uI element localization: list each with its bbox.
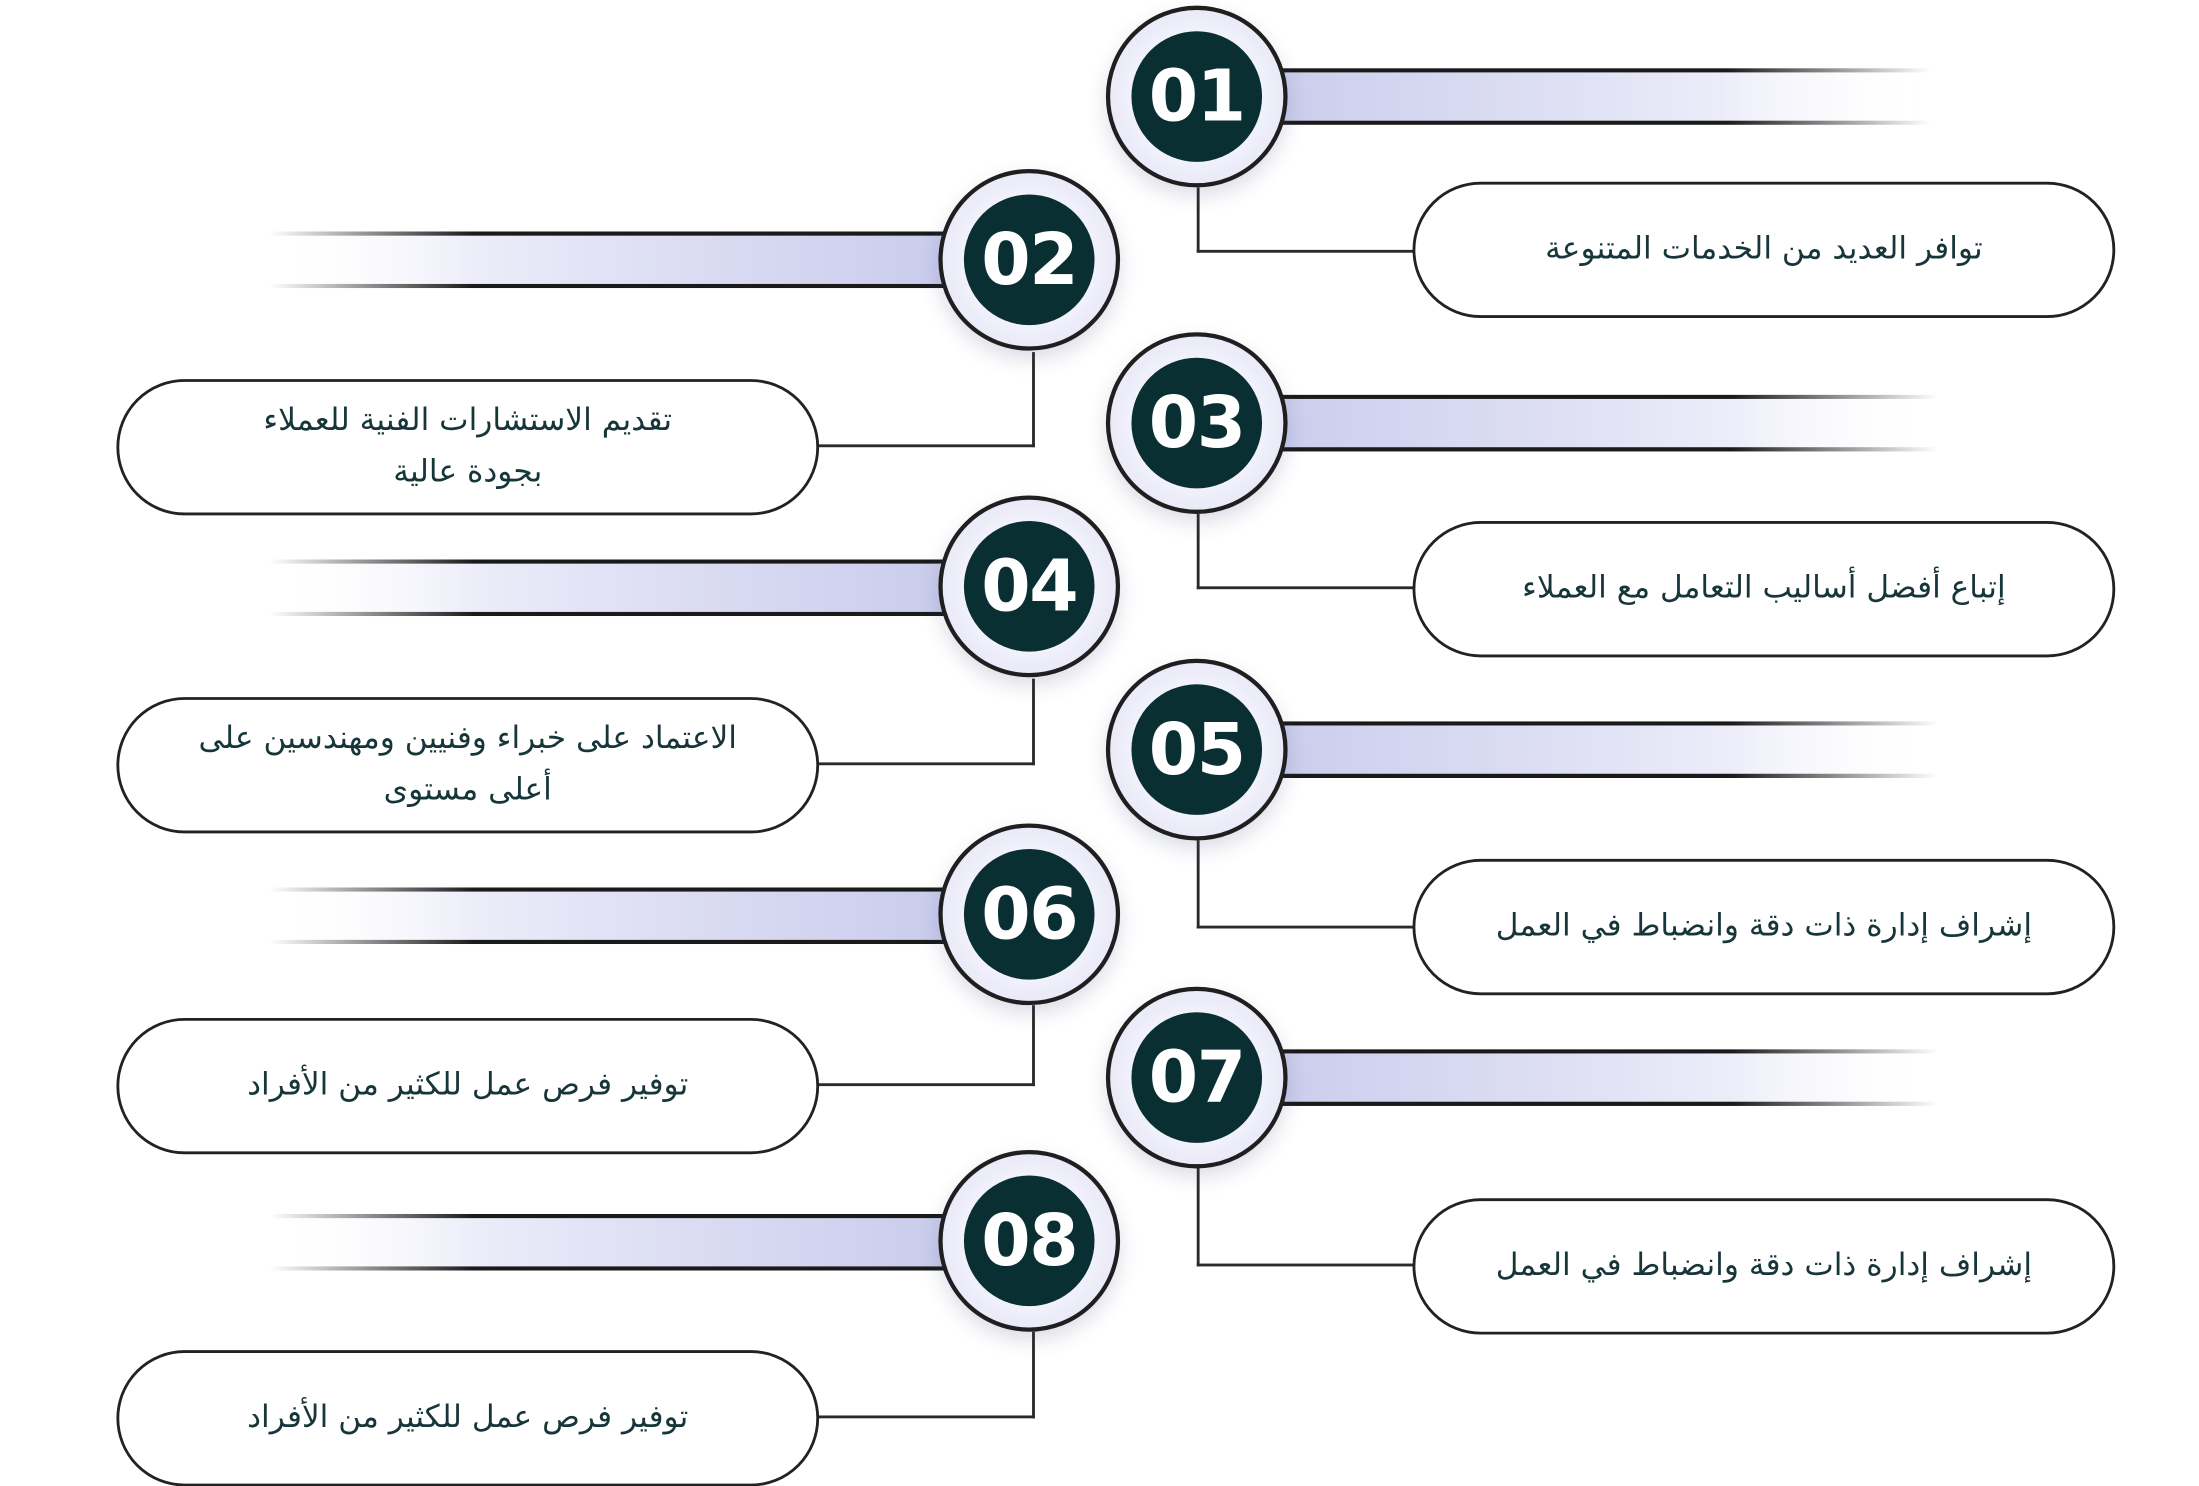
- step-08-badge: 08: [938, 1149, 1121, 1332]
- step-07-card: إشراف إدارة ذات دقة وانضباط في العمل: [1412, 1198, 2116, 1335]
- step-05-connector: [1196, 840, 1417, 929]
- step-02-text: تقديم الاستشارات الفنية للعملاء بجودة عا…: [263, 403, 673, 490]
- step-05-bar: [1249, 721, 1938, 779]
- step-05-card: إشراف إدارة ذات دقة وانضباط في العمل: [1412, 858, 2116, 996]
- step-01-card: توافر العديد من الخدمات المتنوعة: [1412, 181, 2116, 319]
- step-03-card: إتباع أفضل أساليب التعامل مع العملاء: [1412, 521, 2116, 658]
- step-08-connector: [814, 1331, 1035, 1419]
- step-03-badge: 03: [1105, 332, 1288, 514]
- step-07-bar: [1249, 1049, 1938, 1106]
- step-07-connector: [1196, 1167, 1417, 1267]
- step-07-text: إشراف إدارة ذات دقة وانضباط في العمل: [1495, 1247, 2033, 1284]
- step-03-text: إتباع أفضل أساليب التعامل مع العملاء: [1522, 570, 2006, 607]
- step-08-bar: [269, 1213, 952, 1271]
- step-04-badge: 04: [938, 495, 1121, 678]
- step-06-card: توفير فرص عمل للكثير من الأفراد: [116, 1017, 820, 1155]
- step-08-text: توفير فرص عمل للكثير من الأفراد: [247, 1399, 689, 1436]
- step-08-number: 08: [963, 1175, 1095, 1307]
- step-01-badge: 01: [1105, 5, 1288, 188]
- step-01-number: 01: [1131, 31, 1263, 162]
- step-01-connector: [1196, 187, 1417, 253]
- step-04-bar: [269, 559, 952, 617]
- step-04-card: الاعتماد على خبراء وفنيين ومهندسين على أ…: [116, 697, 820, 834]
- step-03-number: 03: [1131, 357, 1263, 489]
- step-05-badge: 05: [1105, 658, 1288, 841]
- step-02-bar: [269, 231, 952, 289]
- step-06-badge: 06: [938, 823, 1121, 1006]
- step-02-number: 02: [963, 194, 1095, 326]
- step-04-number: 04: [963, 521, 1095, 652]
- step-02-connector: [814, 352, 1035, 448]
- step-01-text: توافر العديد من الخدمات المتنوعة: [1545, 231, 1983, 267]
- step-07-number: 07: [1131, 1012, 1263, 1143]
- step-05-text: إشراف إدارة ذات دقة وانضباط في العمل: [1495, 908, 2033, 945]
- step-07-badge: 07: [1105, 986, 1288, 1169]
- step-06-connector: [814, 1005, 1035, 1087]
- step-06-bar: [269, 887, 952, 945]
- step-05-number: 05: [1131, 684, 1263, 815]
- step-04-text: الاعتماد على خبراء وفنيين ومهندسين على أ…: [198, 721, 737, 808]
- step-06-text: توفير فرص عمل للكثير من الأفراد: [247, 1067, 689, 1104]
- step-04-connector: [814, 678, 1035, 766]
- step-02-badge: 02: [938, 168, 1121, 351]
- step-03-bar: [1249, 394, 1938, 452]
- step-02-card: تقديم الاستشارات الفنية للعملاء بجودة عا…: [116, 379, 820, 516]
- step-08-card: توفير فرص عمل للكثير من الأفراد: [116, 1350, 820, 1486]
- step-03-connector: [1196, 513, 1417, 590]
- step-01-bar: [1249, 68, 1931, 125]
- step-06-number: 06: [963, 848, 1095, 980]
